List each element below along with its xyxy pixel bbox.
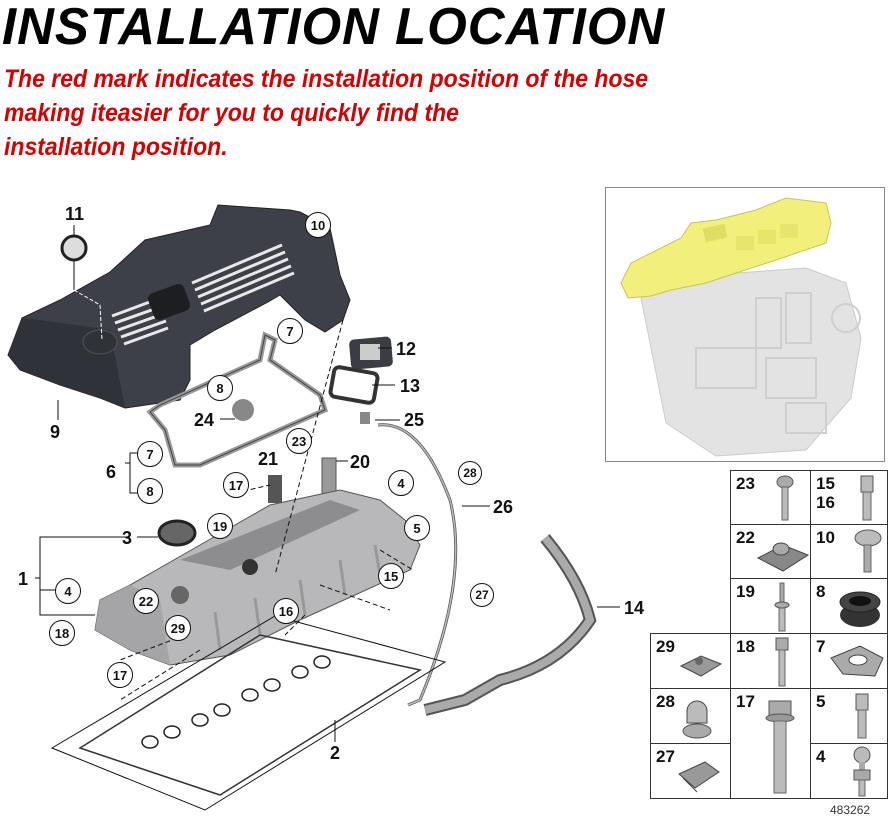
label-13: 13 [400,376,421,396]
part-number: 28 [656,692,675,711]
label-24: 24 [194,410,215,430]
label-9: 9 [50,422,61,442]
engine-cover [7,204,351,409]
callout-10: 10 [305,212,331,238]
washer-screw-icon [854,529,882,573]
callout-8b: 8 [137,478,163,504]
clip-nut-icon [756,542,809,572]
part-number: 19 [736,582,755,601]
callout-18: 18 [49,620,75,646]
part-cell-29: 29 [650,633,731,689]
label-1: 1 [18,569,29,589]
callout-7: 7 [277,318,303,344]
part-number: 23 [736,474,755,493]
callout-27: 27 [470,583,494,607]
part-cell-27: 27 [650,743,731,799]
reference-number: 483262 [830,803,871,817]
label-20: 20 [350,452,371,472]
callout-4: 4 [388,470,414,496]
stud-bolt-icon [855,693,869,739]
label-11: 11 [65,204,85,224]
part-number: 17 [736,692,755,711]
label-6: 6 [106,462,117,482]
label-3: 3 [122,528,133,548]
ball-stud-icon [853,746,871,797]
part-cell-23: 23 [730,470,811,525]
cylinder-head-cover [94,489,421,666]
callout-19: 19 [207,513,233,539]
callout-28: 28 [458,461,482,485]
part-number: 8 [816,582,826,601]
part-number: 29 [656,637,675,656]
callout-22: 22 [133,588,159,614]
callout-23: 23 [286,428,312,454]
subtitle-line-3: installation position. [4,133,228,161]
part-cell-22: 22 [730,524,811,579]
label-26: 26 [493,497,514,517]
callout-15: 15 [378,563,404,589]
part-cell-7: 7 [810,633,888,689]
part-cell-28: 28 [650,688,731,744]
part-cell-4: 4 [810,743,888,799]
part-cell-15-16: 15 16 [810,470,888,525]
part-number: 22 [736,528,755,547]
part-cell-18: 18 [730,633,811,689]
page-title: INSTALLATION LOCATION [2,0,666,56]
part-cell-8: 8 [810,578,888,634]
callout-8: 8 [207,375,233,401]
spring-clip-icon [830,645,884,677]
label-21: 21 [258,449,279,469]
part-number: 7 [816,637,826,656]
label-14: 14 [624,598,645,618]
part-number: 10 [816,528,835,547]
cable-clip-icon [678,761,720,793]
part-number: 5 [816,692,826,711]
callout-7b: 7 [137,441,163,467]
clip-nut-icon [679,655,723,677]
stud-icon [774,582,790,632]
callout-17: 17 [223,472,249,498]
callout-17b: 17 [107,662,133,688]
callout-5: 5 [404,515,430,541]
part-cell-5: 5 [810,688,888,744]
part-number: 27 [656,747,675,766]
part-number: 4 [816,747,826,766]
callout-29: 29 [165,615,191,641]
subtitle-line-1: The red mark indicates the installation … [4,65,649,93]
engine-highlight-illustration [620,197,862,457]
label-12: 12 [396,339,417,359]
subtitle-line-2: making iteasier for you to quickly find … [4,99,459,127]
callout-4b: 4 [55,578,81,604]
part-cell-19: 19 [730,578,811,634]
hex-bolt-icon [765,700,795,794]
part-cell-10: 10 [810,524,888,579]
hose-clip-icon [682,700,712,739]
label-25: 25 [404,410,425,430]
engine-inset [605,187,885,462]
hex-stud-icon [775,637,789,687]
part-number: 15 16 [816,474,835,512]
callout-16: 16 [273,598,299,624]
part-cell-17: 17 [730,688,811,799]
part-number: 18 [736,637,755,656]
grommet-icon [839,591,881,627]
stud-bolt-icon [860,475,874,521]
label-2: 2 [330,743,341,763]
screw-icon [776,475,794,521]
